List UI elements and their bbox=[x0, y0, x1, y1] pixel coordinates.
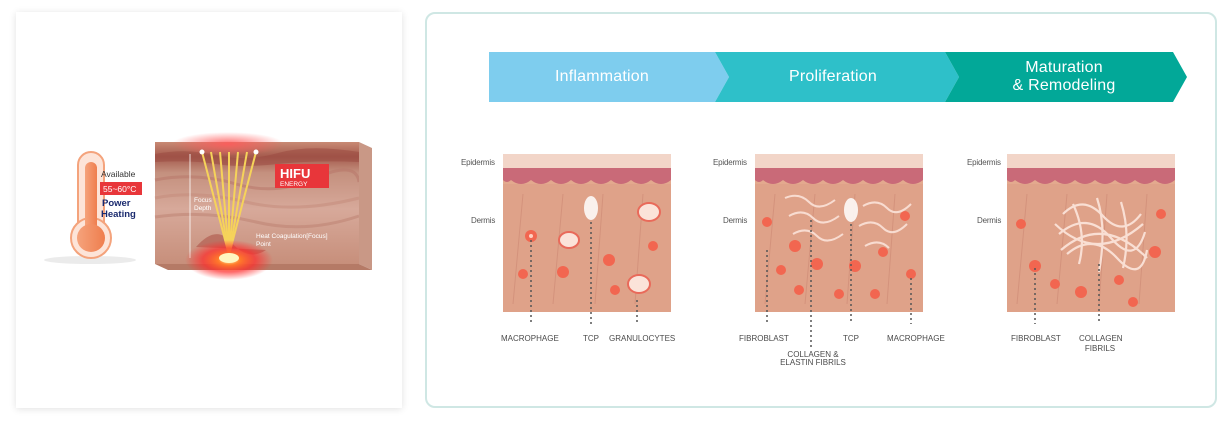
label-granulocytes: GRANULOCYTES bbox=[609, 334, 676, 343]
depth-label: Depth bbox=[194, 205, 212, 212]
stage-label-line2: & Remodeling bbox=[1012, 77, 1116, 94]
energy-beams bbox=[201, 151, 257, 256]
dermis-label: Dermis bbox=[471, 216, 496, 225]
label-collagen-elastin-line1: COLLAGEN & bbox=[787, 350, 839, 359]
stage-label: Proliferation bbox=[789, 68, 877, 85]
thermometer-icon bbox=[70, 151, 112, 259]
hifu-illustration: Available 55~60°C Power Heating bbox=[44, 132, 372, 280]
leader-lines-2 bbox=[766, 220, 912, 348]
label-tcp: TCP bbox=[843, 334, 859, 343]
leader-lines-3 bbox=[1034, 264, 1100, 324]
available-label: Available bbox=[101, 169, 136, 179]
stage-arrow-inflammation bbox=[489, 52, 729, 102]
temperature-badge bbox=[100, 182, 142, 195]
label-collagen-line2: FIBRILS bbox=[1084, 344, 1116, 353]
skin-panel-proliferation: Epidermis Dermis bbox=[713, 154, 945, 374]
healing-phases-panel: Inflammation Proliferation Maturation & … bbox=[425, 12, 1217, 408]
epidermis-label: Epidermis bbox=[713, 158, 747, 167]
epidermis-label: Epidermis bbox=[461, 158, 495, 167]
label-fibroblast: FIBROBLAST bbox=[739, 334, 789, 343]
heating-label: Heating bbox=[101, 209, 136, 220]
epidermis-label: Epidermis bbox=[967, 158, 1001, 167]
label-collagen-elastin-line2: ELASTIN FIBRILS bbox=[780, 358, 846, 367]
skin-panel-maturation: Epidermis Dermis bbox=[967, 154, 1187, 374]
label-macrophage: MACROPHAGE bbox=[887, 334, 945, 343]
beam-node-right bbox=[253, 149, 259, 155]
label-macrophage: MACROPHAGE bbox=[501, 334, 559, 343]
leader-lines-1 bbox=[530, 222, 638, 324]
coag-label-line1: Heat Coagulation[Focus] bbox=[256, 233, 328, 240]
label-fibroblast: FIBROBLAST bbox=[1011, 334, 1061, 343]
stage-maturation: Maturation & Remodeling bbox=[949, 52, 1179, 102]
stage-inflammation: Inflammation bbox=[489, 52, 715, 102]
focus-label: Focus bbox=[194, 197, 212, 204]
beam-node-left bbox=[199, 149, 205, 155]
dermis-label: Dermis bbox=[977, 216, 1002, 225]
hifu-label: HIFU bbox=[280, 166, 310, 181]
power-label: Power bbox=[102, 198, 131, 209]
stage-proliferation: Proliferation bbox=[719, 52, 947, 102]
hifu-illustration-card: Available 55~60°C Power Heating bbox=[16, 12, 402, 408]
skin-cross-section-2 bbox=[755, 154, 923, 312]
stage-arrow-maturation bbox=[945, 52, 1187, 102]
coag-label-line2: Point bbox=[256, 241, 271, 248]
skin-cross-section-3 bbox=[1007, 154, 1175, 312]
dermis-label: Dermis bbox=[723, 216, 748, 225]
label-tcp: TCP bbox=[583, 334, 599, 343]
stage-arrows bbox=[489, 52, 1187, 102]
hifu-energy-badge bbox=[275, 164, 329, 188]
energy-label: ENERGY bbox=[280, 181, 308, 188]
stage-label-line1: Maturation bbox=[1025, 59, 1103, 76]
temperature-value: 55~60°C bbox=[103, 184, 136, 194]
stage-arrow-proliferation bbox=[715, 52, 959, 102]
skin-panel-inflammation: Epidermis Dermis bbox=[461, 154, 677, 374]
focal-point bbox=[219, 253, 239, 263]
stage-label: Inflammation bbox=[555, 68, 649, 85]
label-collagen-line1: COLLAGEN bbox=[1079, 334, 1123, 343]
